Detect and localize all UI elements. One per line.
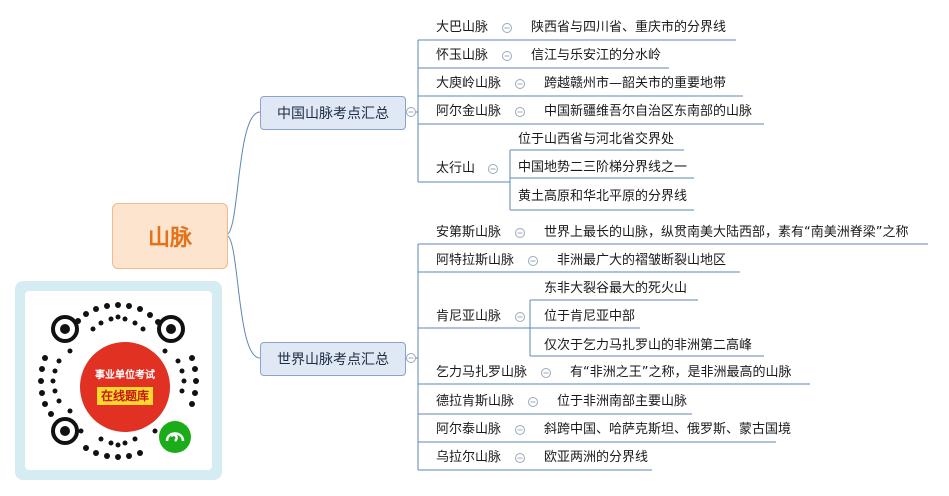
mini-program-icon: [159, 421, 191, 453]
mountain-desc: 位于肯尼亚中部: [544, 309, 636, 324]
branch-label: 中国山脉考点汇总: [277, 106, 389, 122]
mountain-name[interactable]: 阿特拉斯山脉: [436, 253, 515, 268]
mountain-name[interactable]: 乌拉尔山脉: [436, 450, 502, 465]
mountain-name[interactable]: 安第斯山脉: [436, 225, 502, 240]
mountain-desc: 位于山西省与河北省交界处: [518, 132, 675, 147]
mountain-desc: 中国地势二三阶梯分界线之一: [518, 160, 688, 175]
mountain-desc: 跨越赣州市—韶关市的重要地带: [544, 76, 727, 91]
root-node[interactable]: 山脉: [112, 203, 228, 269]
mountain-desc: 信江与乐安江的分水岭: [531, 48, 662, 63]
mountain-name[interactable]: 怀玉山脉: [436, 48, 489, 63]
mountain-desc: 有“非洲之王”之称，是非洲最高的山脉: [570, 365, 792, 380]
mountain-desc: 仅次于乞力马扎罗山的非洲第二高峰: [544, 338, 753, 353]
mountain-desc: 东非大裂谷最大的死火山: [544, 281, 688, 296]
qr-code[interactable]: [25, 291, 212, 470]
root-label: 山脉: [147, 226, 192, 251]
mountain-name[interactable]: 德拉肯斯山脉: [436, 394, 515, 409]
mountain-desc: 欧亚两洲的分界线: [544, 450, 649, 465]
mountain-name[interactable]: 阿尔泰山脉: [436, 422, 502, 437]
branch-world[interactable]: 世界山脉考点汇总: [260, 342, 406, 376]
branch-label: 世界山脉考点汇总: [277, 352, 389, 368]
mountain-desc: 位于非洲南部主要山脉: [557, 394, 688, 409]
branch-china[interactable]: 中国山脉考点汇总: [260, 96, 406, 130]
mountain-name[interactable]: 大庾岭山脉: [436, 76, 502, 91]
qr-badge-subtitle: 在线题库: [96, 387, 153, 405]
mountain-name[interactable]: 肯尼亚山脉: [436, 309, 502, 324]
mountain-desc: 陕西省与四川省、重庆市的分界线: [531, 20, 727, 35]
mountain-name[interactable]: 大巴山脉: [436, 20, 489, 35]
mountain-desc: 非洲最广大的褶皱断裂山地区: [557, 253, 727, 268]
mountain-desc: 斜跨中国、哈萨克斯坦、俄罗斯、蒙古国境: [544, 422, 792, 437]
qr-badge-title: 事业单位考试: [95, 370, 155, 381]
mountain-desc: 黄土高原和华北平原的分界线: [518, 189, 688, 204]
mountain-desc: 中国新疆维吾尔自治区东南部的山脉: [544, 104, 753, 119]
mountain-name[interactable]: 乞力马扎罗山脉: [436, 365, 528, 380]
mountain-name[interactable]: 太行山: [436, 161, 476, 176]
mountain-name[interactable]: 阿尔金山脉: [436, 104, 502, 119]
qr-badge: 事业单位考试 在线题库: [80, 342, 170, 432]
mountain-desc: 世界上最长的山脉，纵贯南美大陆西部，素有“南美洲脊梁”之称: [544, 225, 909, 240]
